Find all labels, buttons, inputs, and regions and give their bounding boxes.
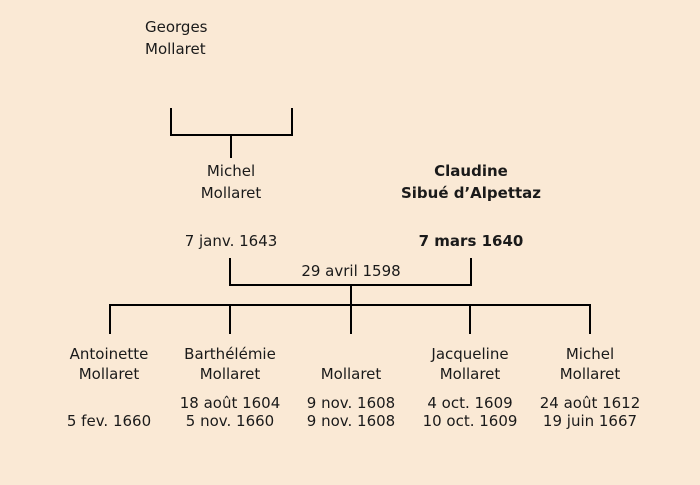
person-barthelemie-mollaret[interactable]: Barthélémie Mollaret 18 août 1604 5 nov.…	[160, 344, 300, 430]
birth-date	[39, 394, 179, 412]
connector-line	[229, 258, 231, 286]
person-georges-mollaret[interactable]: Georges Mollaret	[145, 16, 208, 60]
person-name-line: Jacqueline	[431, 345, 509, 363]
connector-line	[350, 286, 352, 305]
person-antoinette-mollaret[interactable]: Antoinette Mollaret 5 fev. 1660	[39, 344, 179, 430]
connector-line	[229, 304, 231, 334]
person-name-line: Barthélémie	[184, 345, 276, 363]
death-date: 5 nov. 1660	[185, 412, 275, 430]
birth-date: 9 nov. 1608	[306, 394, 396, 412]
person-name-line: Mollaret	[439, 365, 501, 383]
connector-line	[170, 134, 293, 136]
connector-line	[469, 304, 471, 334]
person-name-line: Sibué d’Alpettaz	[400, 184, 542, 202]
father-death-date: 7 janv. 1643	[184, 232, 278, 250]
connector-line	[350, 304, 352, 334]
person-name-line: Mollaret	[320, 365, 382, 383]
person-claudine-sibue-dalpettaz[interactable]: Claudine Sibué d’Alpettaz	[390, 160, 552, 204]
person-name-line: Michel	[565, 345, 615, 363]
person-name-line: Claudine	[434, 162, 508, 180]
person-name-line: Michel	[206, 162, 256, 180]
connector-line	[170, 108, 172, 136]
connector-line	[589, 304, 591, 334]
person-name-line: Mollaret	[78, 365, 140, 383]
person-mollaret-infant[interactable]: Mollaret 9 nov. 1608 9 nov. 1608	[281, 344, 421, 430]
person-michel-mollaret-father[interactable]: Michel Mollaret	[150, 160, 312, 204]
connector-line	[229, 284, 472, 286]
person-michel-mollaret-child[interactable]: Michel Mollaret 24 août 1612 19 juin 166…	[520, 344, 660, 430]
birth-date: 18 août 1604	[179, 394, 281, 412]
death-date: 10 oct. 1609	[422, 412, 518, 430]
marriage-date: 29 avril 1598	[301, 262, 401, 280]
person-name-line: Mollaret	[559, 365, 621, 383]
birth-date: 24 août 1612	[539, 394, 641, 412]
connector-line	[230, 136, 232, 158]
person-jacqueline-mollaret[interactable]: Jacqueline Mollaret 4 oct. 1609 10 oct. …	[400, 344, 540, 430]
connector-line	[291, 108, 293, 136]
death-date: 5 fev. 1660	[66, 412, 152, 430]
person-name-line: Mollaret	[145, 40, 206, 58]
death-date: 19 juin 1667	[542, 412, 638, 430]
connector-line	[109, 304, 111, 334]
person-name-line: Mollaret	[200, 184, 262, 202]
birth-date: 4 oct. 1609	[427, 394, 513, 412]
death-date: 9 nov. 1608	[306, 412, 396, 430]
person-name-line: Antoinette	[69, 345, 149, 363]
person-name-line: Mollaret	[199, 365, 261, 383]
mother-death-date: 7 mars 1640	[418, 232, 524, 250]
person-name-line: Georges	[145, 18, 208, 36]
connector-line	[470, 258, 472, 286]
